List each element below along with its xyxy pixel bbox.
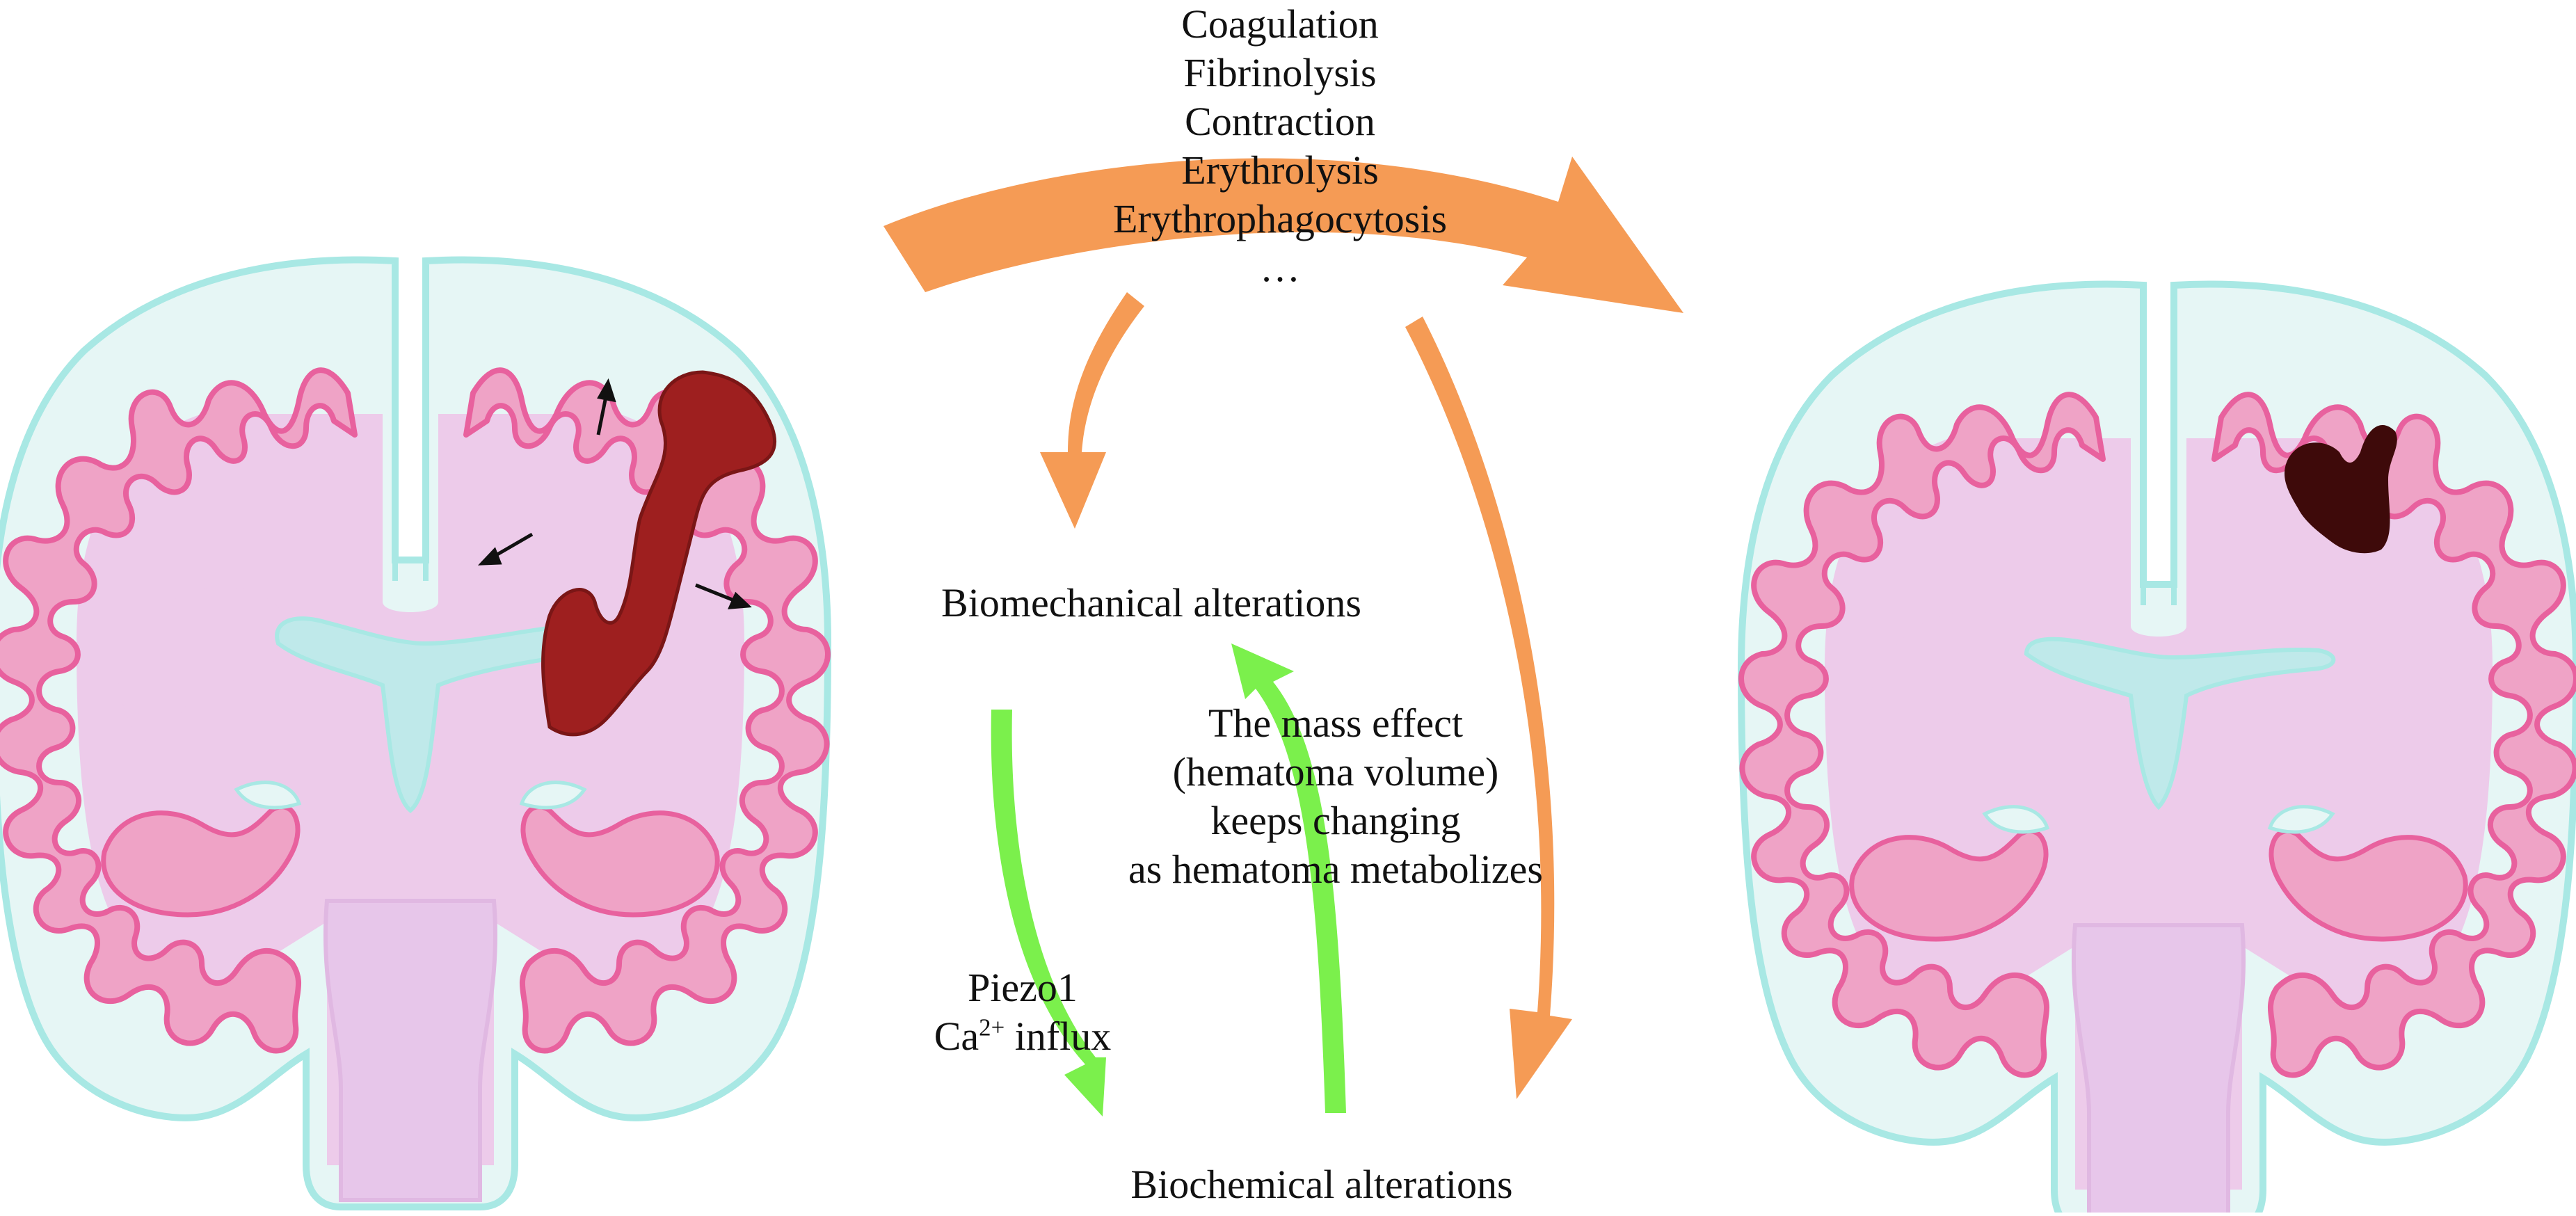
arrow-top-arc — [883, 157, 1683, 313]
piezo-line: Piezo1 — [968, 965, 1078, 1010]
mass-effect-line: (hematoma volume) — [1172, 749, 1499, 794]
mass-effect-line: The mass effect — [1208, 701, 1464, 746]
brain-acute-hematoma — [0, 260, 828, 1207]
mass-effect-note: The mass effect (hematoma volume) keeps … — [1085, 699, 1586, 894]
process-item: Erythrolysis — [1181, 147, 1379, 193]
piezo-note: Piezo1 Ca2+ influx — [911, 963, 1134, 1061]
process-item: Erythrophagocytosis — [1112, 196, 1448, 241]
process-item: … — [1260, 245, 1300, 290]
process-list: Coagulation Fibrinolysis Contraction Ery… — [1085, 0, 1475, 292]
calcium-symbol: Ca — [934, 1014, 979, 1059]
arrow-green-down — [991, 710, 1106, 1117]
biomechanical-label: Biomechanical alterations — [941, 580, 1361, 625]
hematoma-old — [2284, 425, 2397, 554]
arrow-to-biomechanical — [1040, 292, 1144, 529]
mass-effect-line: as hematoma metabolizes — [1128, 847, 1543, 892]
hematoma-acute — [541, 370, 777, 737]
process-item: Fibrinolysis — [1183, 50, 1377, 95]
process-item: Contraction — [1185, 99, 1375, 144]
brain-resolved-hematoma — [1741, 285, 2576, 1213]
calcium-charge: 2+ — [979, 1014, 1005, 1041]
arrow-green-up — [1231, 643, 1346, 1113]
arrow-to-biochemical — [1405, 317, 1572, 1099]
process-item: Coagulation — [1181, 1, 1379, 47]
biochemical-label: Biochemical alterations — [1130, 1162, 1513, 1207]
lateral-ventricle-right — [2024, 637, 2336, 810]
influx-text: influx — [1005, 1014, 1112, 1059]
mass-effect-line: keeps changing — [1210, 798, 1461, 843]
mass-effect-arrows — [477, 378, 752, 609]
calcium-influx-line: Ca2+ influx — [911, 1012, 1134, 1061]
